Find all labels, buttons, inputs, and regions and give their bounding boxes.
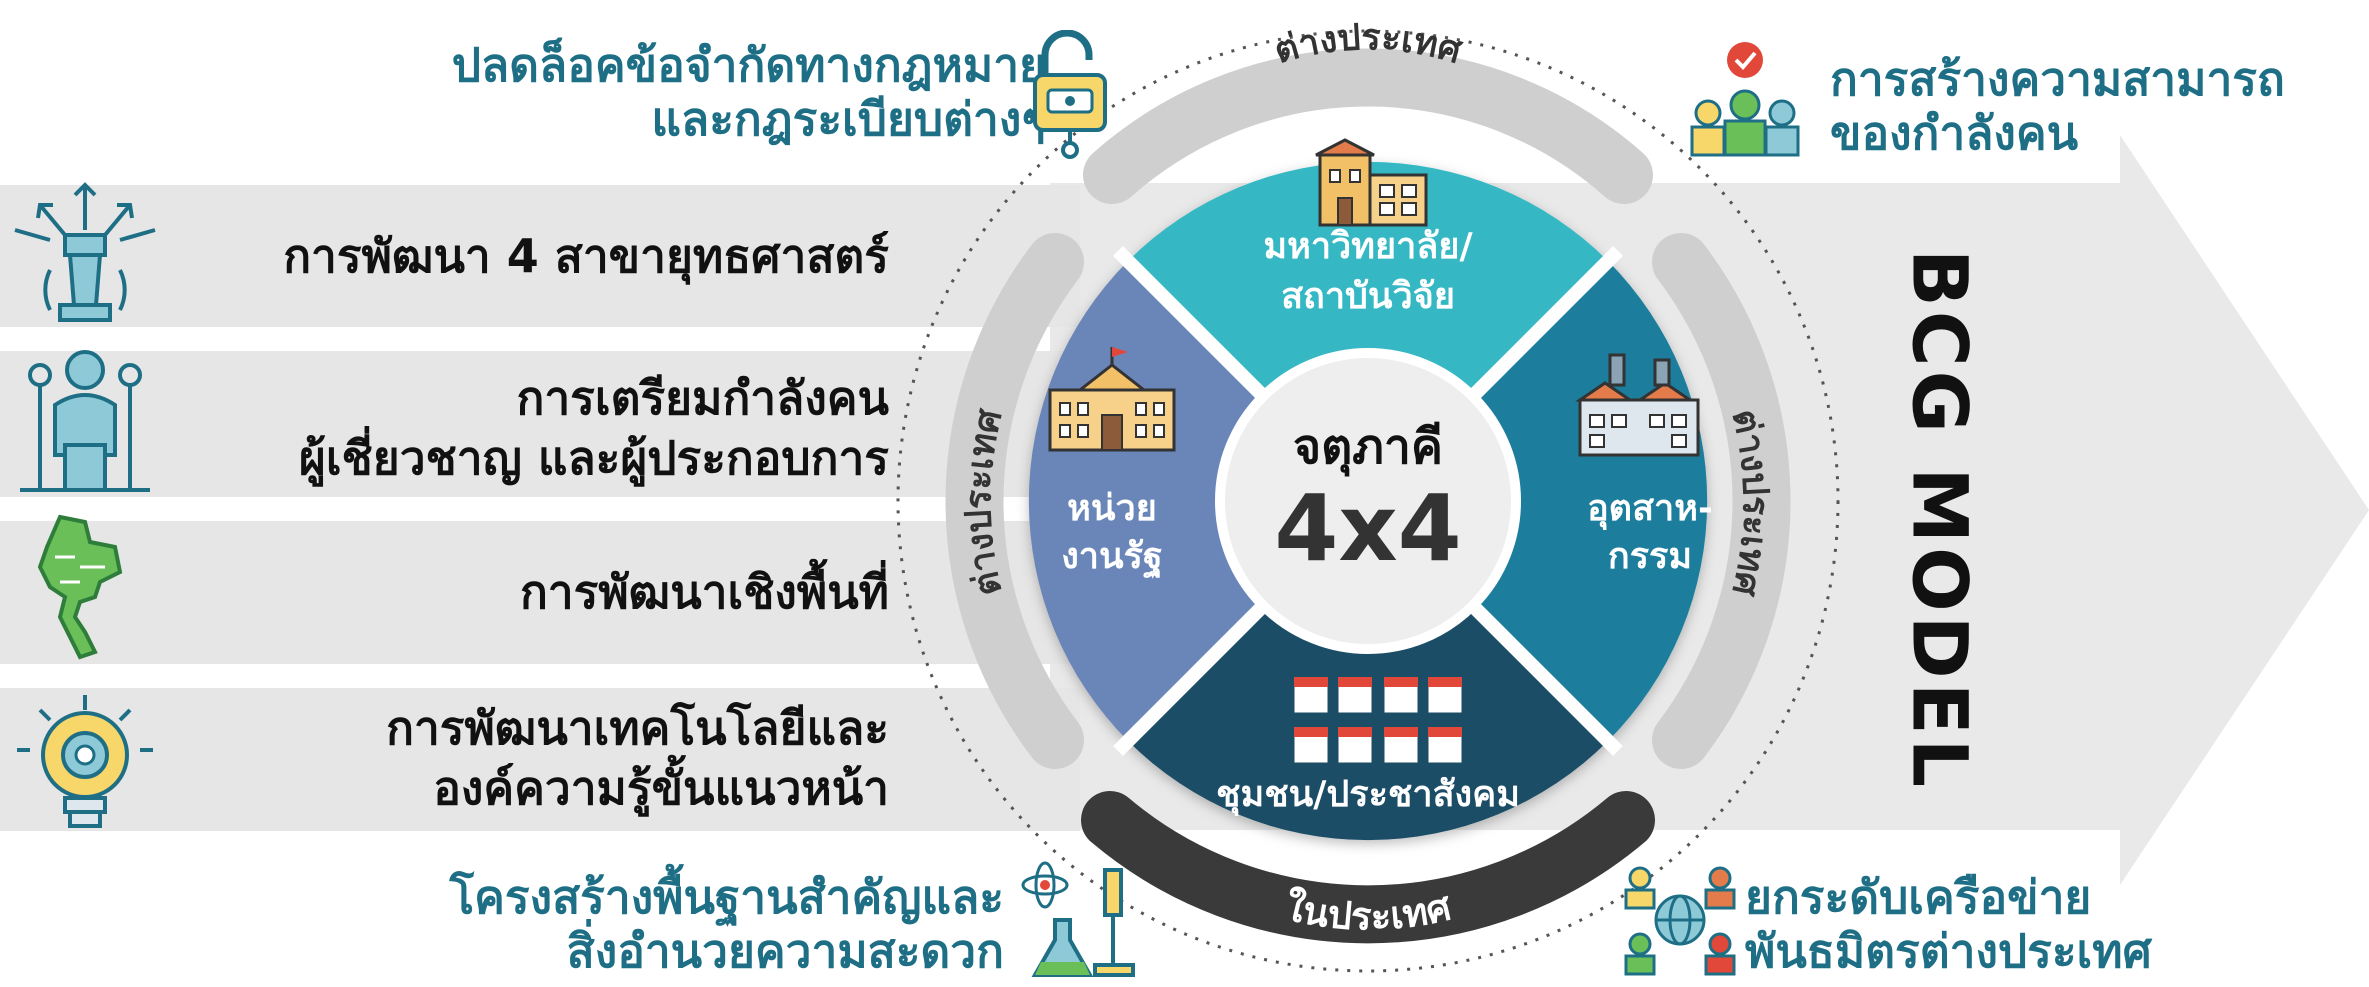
quadrant-right-line1: อุตสาห-	[1587, 488, 1713, 531]
corner-bottom-right-line-2: พันธมิตรต่างประเทศ	[1745, 924, 2152, 978]
row-band-3	[0, 521, 1080, 664]
left-row-2-line-1: การเตรียมกำลังคน	[516, 371, 889, 425]
quadrant-left-line2: งานรัฐ	[1061, 536, 1163, 579]
ring-segment-bottom	[1081, 791, 1655, 944]
quadrant-bottom-line1: ชุมชน/ประชาสังคม	[1216, 774, 1520, 817]
global-network-icon	[1624, 866, 1736, 976]
unlock-padlock-icon	[1033, 30, 1107, 159]
row-band-4	[0, 688, 1080, 831]
corner-top-left-line-2: และกฎระเบียบต่างๆ	[651, 92, 1046, 146]
left-row-4-line-2: องค์ความรู้ขั้นแนวหน้า	[433, 761, 889, 815]
ring-segment-left	[945, 233, 1084, 769]
corner-top-left-line-1: ปลดล็อคข้อจำกัดทางกฎหมาย	[451, 38, 1046, 92]
quadrant-right-line2: กรรม	[1608, 536, 1692, 577]
left-row-1-text: การพัฒนา 4 สาขายุทธศาสตร์	[283, 226, 889, 286]
corner-top-right-text: การสร้างความสามารถ ของกำลังคน	[1830, 52, 2285, 160]
quadrant-top-line2: สถาบันวิจัย	[1281, 276, 1455, 317]
ring-segment-top	[1083, 48, 1653, 204]
row-band-1	[0, 185, 1080, 327]
center-circle	[1215, 348, 1521, 654]
corner-bottom-right-line-1: ยกระดับเครือข่าย	[1745, 870, 2092, 924]
row-band-2	[0, 351, 1080, 497]
team-capability-icon	[1690, 42, 1800, 157]
left-row-4-text: การพัฒนาเทคโนโลยีและ องค์ความรู้ขั้นแนวห…	[386, 698, 889, 818]
left-row-2-text: การเตรียมกำลังคน ผู้เชี่ยวชาญ และผู้ประก…	[299, 368, 889, 488]
corner-top-right-line-1: การสร้างความสามารถ	[1830, 52, 2285, 106]
ring-segment-right	[1652, 233, 1791, 769]
university-building-icon	[1315, 138, 1428, 227]
strategy-chess-icon	[14, 182, 156, 322]
factory-icon	[1575, 353, 1700, 457]
quadrant-bottom	[1128, 501, 1608, 841]
left-row-2-line-2: ผู้เชี่ยวชาญ และผู้ประกอบการ	[298, 431, 889, 485]
ring-label-right: ต่างประเทศ	[1723, 406, 1775, 601]
ring-band-segments	[945, 48, 1791, 944]
corner-bottom-left-text: โครงสร้างพื้นฐานสำคัญและ สิ่งอำนวยความสะ…	[449, 870, 1004, 978]
left-row-1-line-1: การพัฒนา 4 สาขายุทธศาสตร์	[283, 229, 889, 283]
corner-top-left-text: ปลดล็อคข้อจำกัดทางกฎหมาย และกฎระเบียบต่า…	[452, 38, 1046, 146]
center-label-title: จตุภาคี	[1293, 419, 1443, 477]
center-label-number: 4x4	[1274, 475, 1461, 582]
left-row-3-text: การพัฒนาเชิงพื้นที่	[520, 562, 889, 622]
thailand-map-icon	[37, 514, 123, 660]
corner-bottom-left-line-1: โครงสร้างพื้นฐานสำคัญและ	[449, 870, 1004, 924]
left-row-4-line-1: การพัฒนาเทคโนโลยีและ	[386, 701, 889, 755]
left-row-3-line-1: การพัฒนาเชิงพื้นที่	[519, 565, 889, 619]
outer-dotted-ring	[896, 29, 1840, 973]
corner-top-right-line-2: ของกำลังคน	[1830, 106, 2079, 160]
government-building-icon	[1048, 347, 1176, 452]
quadrant-top	[1128, 161, 1608, 502]
lightbulb-gear-icon	[17, 695, 153, 828]
workforce-people-icon	[20, 350, 150, 492]
quadrant-top-line1: มหาวิทยาลัย/	[1263, 226, 1473, 267]
lab-microscope-icon	[1021, 861, 1135, 977]
corner-bottom-left-line-2: สิ่งอำนวยความสะดวก	[566, 924, 1004, 978]
community-houses-icon	[1294, 677, 1462, 763]
corner-bottom-right-text: ยกระดับเครือข่าย พันธมิตรต่างประเทศ	[1745, 870, 2152, 978]
quadrant-left-line1: หน่วย	[1067, 488, 1157, 529]
